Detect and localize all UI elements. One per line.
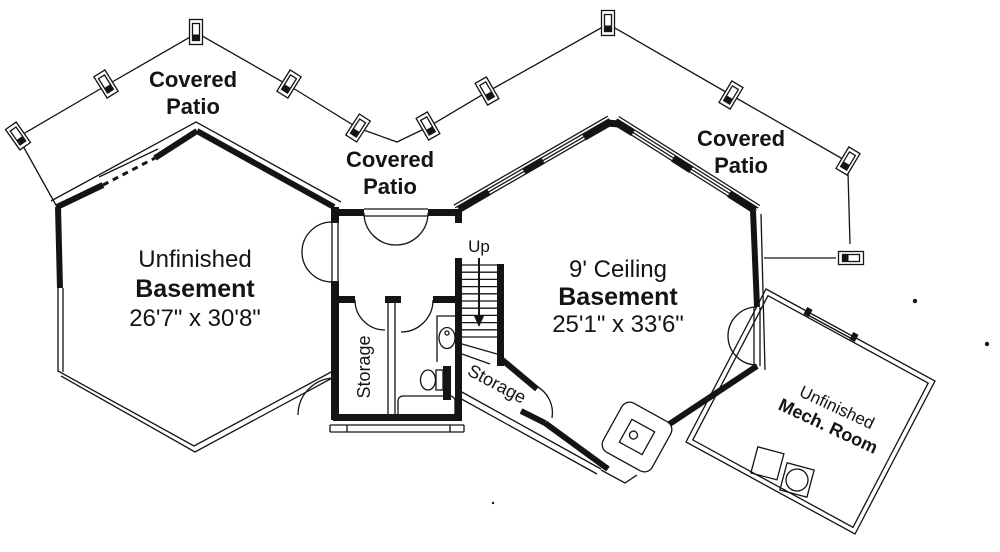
french-doors-left-basement [301, 221, 333, 283]
patio-post-icon [344, 113, 372, 143]
door-arc [297, 377, 336, 416]
dashed-opening [102, 156, 156, 187]
vanity-counter [436, 315, 461, 362]
patio-post-icon [415, 111, 441, 141]
storage-under-stairs-label: Storage [464, 360, 529, 407]
left-basement-name2: Basement [135, 275, 255, 303]
patio-post-icon [188, 18, 204, 46]
fireplace-icon [601, 401, 673, 473]
left-basement-dims: 26'7" x 30'8" [129, 305, 261, 332]
french-doors-entry [363, 212, 429, 246]
patio-post-icon [835, 146, 861, 176]
patio-post-icon [4, 121, 32, 151]
foundation-footing-lines [50, 121, 766, 484]
window [57, 288, 64, 372]
patio-post-icon [92, 69, 120, 99]
entry-and-central-section [333, 208, 462, 421]
bathroom-fixtures [397, 315, 461, 421]
understairs-door-arc [535, 385, 554, 419]
patio-post-icon [718, 80, 744, 110]
patio-post-icon [474, 76, 500, 106]
toilet-icon [419, 369, 444, 391]
patio-post-icon [837, 250, 865, 266]
window-wall-left [453, 115, 613, 214]
bathtub-icon [397, 395, 456, 421]
window-wall-right [606, 115, 761, 214]
storage-door-arc [354, 299, 386, 331]
right-basement-name1: 9' Ceiling [569, 256, 667, 283]
right-basement-name2: Basement [558, 283, 678, 311]
print-speck [491, 298, 990, 505]
storage-left-label: Storage [354, 335, 374, 398]
covered-patio-left-line2: Patio [166, 94, 220, 119]
covered-patio-left-line1: Covered [149, 67, 237, 92]
patio-post-icon [275, 69, 303, 99]
sink-icon [438, 326, 456, 350]
partition-wall [387, 298, 396, 418]
patio-boundary-lines [17, 23, 851, 259]
window [803, 307, 859, 342]
stairs-up-label: Up [468, 237, 490, 256]
right-basement-walls [453, 115, 761, 472]
left-basement-name1: Unfinished [138, 246, 251, 273]
labels: Covered Patio Covered Patio Covered Pati… [129, 67, 881, 458]
up-direction-arrow [474, 258, 484, 327]
right-basement-dims: 25'1" x 33'6" [552, 311, 684, 338]
staircase [461, 258, 504, 366]
mech-room-label: Unfinished Mech. Room [775, 382, 880, 458]
covered-patio-right-line1: Covered [697, 126, 785, 151]
mech-room-outline [685, 288, 936, 535]
left-basement-walls [55, 128, 339, 420]
water-heater-icon [779, 462, 815, 498]
covered-patio-center-line1: Covered [346, 147, 434, 172]
patio-posts [4, 9, 865, 266]
furnace-icon [750, 446, 785, 481]
patio-post-icon [600, 9, 616, 37]
covered-patio-right-line2: Patio [714, 153, 768, 178]
bath-door-arc [400, 299, 434, 333]
covered-patio-center-line2: Patio [363, 174, 417, 199]
